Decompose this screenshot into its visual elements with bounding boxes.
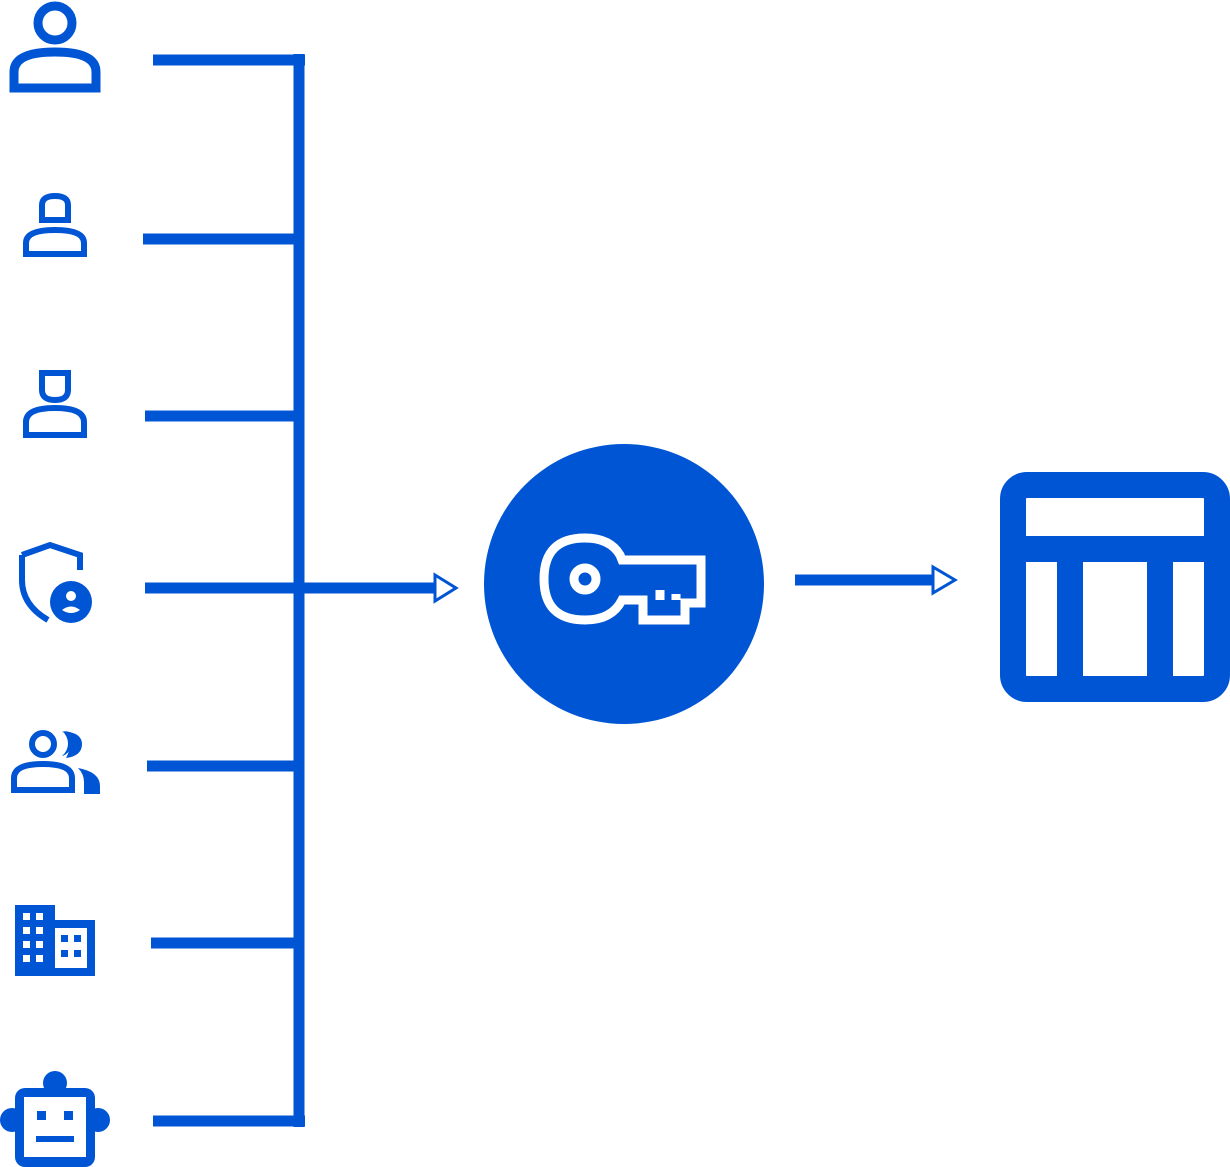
group-icon (11, 730, 100, 794)
user-female-icon (23, 192, 87, 257)
organization-building-icon (15, 905, 95, 976)
arrowhead-icon (931, 564, 958, 596)
table-icon (1000, 472, 1230, 702)
bot-icon (0, 1071, 110, 1167)
key-icon (539, 533, 706, 625)
user-guest-icon (23, 370, 87, 438)
shield-user-icon (19, 541, 92, 623)
key-node (484, 444, 764, 724)
user-icon (9, 1, 101, 93)
arrowhead-icon (433, 572, 459, 604)
